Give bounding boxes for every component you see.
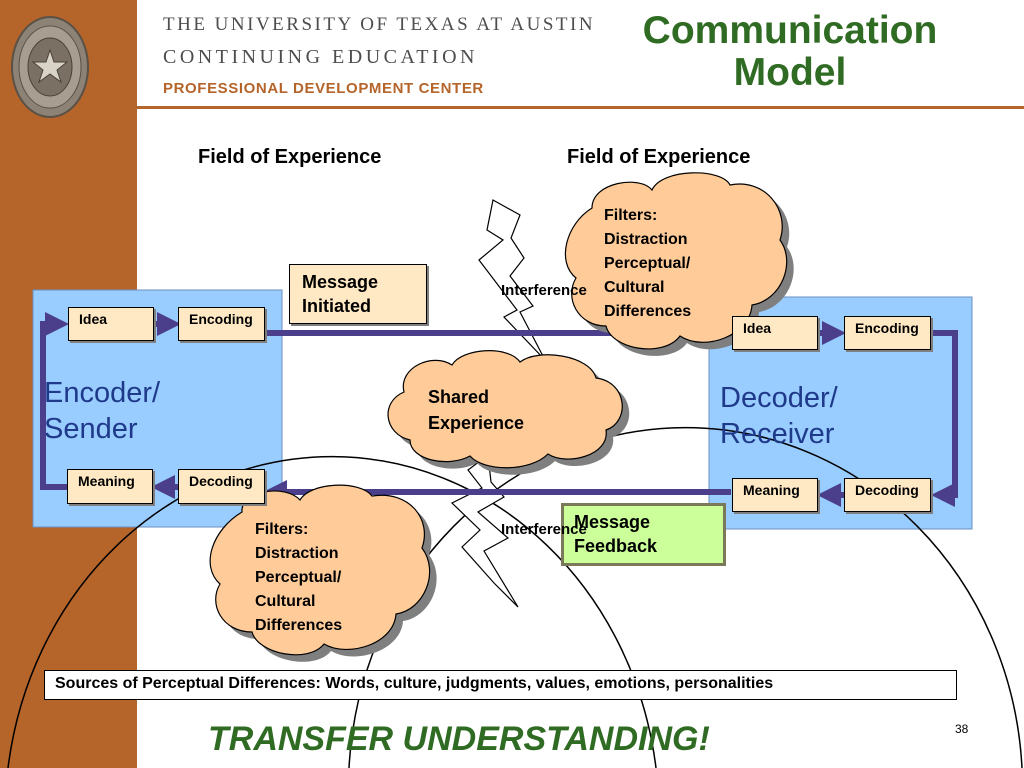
receiver-label: Receiver [720, 418, 835, 450]
unit-name: CONTINUING EDUCATION [163, 46, 478, 68]
filters-cloud-top [564, 172, 794, 356]
title-line-2: Model [733, 51, 847, 94]
title-line-1: Communication [642, 9, 938, 52]
filters-bottom-line3: Perceptual/ [255, 569, 342, 586]
sources-of-differences: Sources of Perceptual Differences: Words… [44, 670, 957, 700]
message-feedback-line2: Feedback [574, 536, 658, 556]
field-of-experience-right-label: Field of Experience [567, 146, 751, 168]
filters-bottom-line2: Distraction [255, 545, 339, 562]
interference-top-label: Interference [501, 282, 587, 299]
left-field-circle [7, 455, 657, 768]
center-name: PROFESSIONAL DEVELOPMENT CENTER [163, 80, 484, 97]
filters-top-line1: Filters: [604, 207, 658, 224]
receiver-loop-arrow [931, 330, 958, 507]
shared-experience-text: Shared Experience [428, 384, 524, 436]
interference-bottom-label: Interference [501, 521, 587, 538]
field-of-experience-left-label: Field of Experience [198, 146, 382, 168]
receiver-meaning-box: Meaning [732, 478, 818, 512]
filters-bottom-text: Filters: Distraction Perceptual/ Cultura… [255, 518, 342, 638]
filters-top-line5: Differences [604, 303, 692, 320]
message-initiated-line2: Initiated [302, 296, 372, 316]
filters-bottom-line4: Cultural [255, 593, 316, 610]
receiver-decoding-box: Decoding [844, 478, 931, 512]
header-divider [137, 106, 1024, 109]
sender-meaning-box: Meaning [67, 469, 153, 504]
filters-top-line3: Perceptual/ [604, 255, 691, 272]
sender-encoding-box: Encoding [178, 307, 265, 341]
filters-bottom-line1: Filters: [255, 521, 309, 538]
message-initiated-box: Message Initiated [289, 264, 427, 324]
sender-label: Sender [44, 413, 138, 445]
shared-experience-cloud [387, 350, 630, 475]
decoder-label: Decoder/ [720, 382, 838, 414]
encoder-sender-label: Encoder/ Sender [44, 375, 160, 447]
university-name: THE UNIVERSITY OF TEXAS AT AUSTIN [163, 14, 596, 35]
sender-idea-box: Idea [68, 307, 154, 341]
filters-bottom-line5: Differences [255, 617, 343, 634]
sender-decoding-box: Decoding [178, 469, 265, 504]
receiver-encoding-box: Encoding [844, 316, 931, 350]
page-title: Communication Model [590, 10, 990, 94]
transfer-understanding-heading: TRANSFER UNDERSTANDING! [208, 720, 710, 758]
shared-experience-line1: Shared [428, 387, 490, 407]
filters-top-line2: Distraction [604, 231, 688, 248]
sender-meaning-to-idea-arrow [40, 312, 69, 490]
encoder-label: Encoder/ [44, 377, 161, 409]
receiver-idea-box: Idea [732, 316, 818, 350]
message-feedback-box: Message Feedback [561, 503, 726, 566]
filters-top-line4: Cultural [604, 279, 665, 296]
decoder-receiver-label: Decoder/ Receiver [720, 380, 838, 452]
filters-top-text: Filters: Distraction Perceptual/ Cultura… [604, 204, 691, 324]
message-initiated-line1: Message [302, 272, 379, 292]
filters-cloud-bottom [209, 484, 437, 662]
shared-experience-line2: Experience [428, 413, 525, 433]
message-feedback-line1: Message [574, 512, 651, 532]
page-number: 38 [955, 722, 969, 736]
university-seal-icon [11, 16, 89, 118]
